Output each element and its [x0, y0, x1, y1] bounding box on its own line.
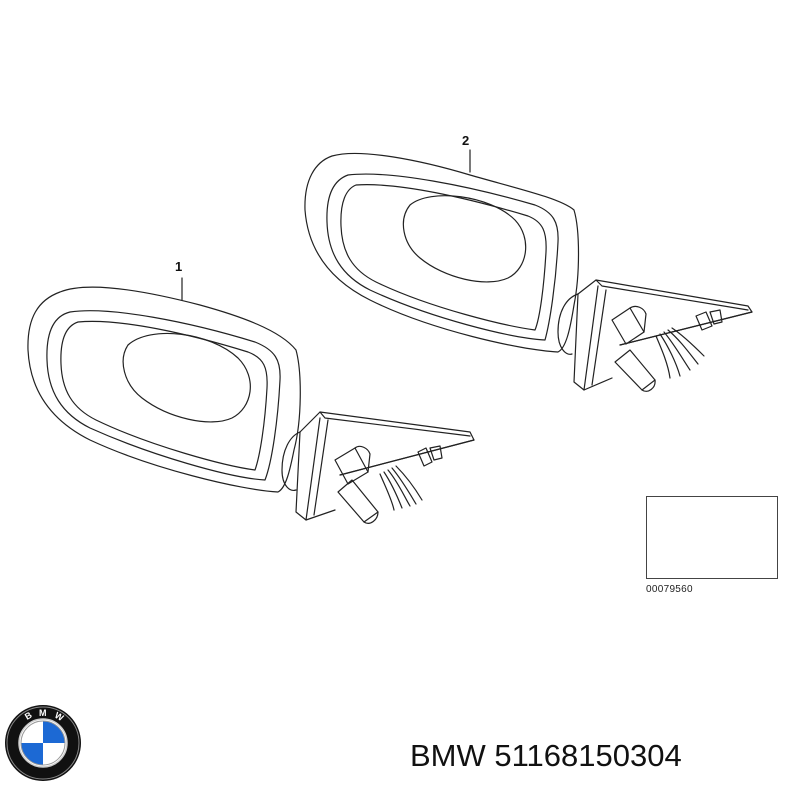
svg-text:B: B [23, 710, 34, 722]
callout-part-2: 2 [462, 133, 470, 148]
callout-part-1: 1 [175, 259, 183, 274]
mirror-2-drawing [304, 149, 753, 392]
bmw-logo-icon: B M W [5, 705, 81, 781]
svg-text:M: M [39, 708, 47, 718]
reference-code: 00079560 [646, 584, 693, 595]
part-number-label: BMW 51168150304 [410, 738, 682, 773]
reference-frame [646, 496, 778, 579]
mirror-1-drawing [27, 277, 475, 524]
